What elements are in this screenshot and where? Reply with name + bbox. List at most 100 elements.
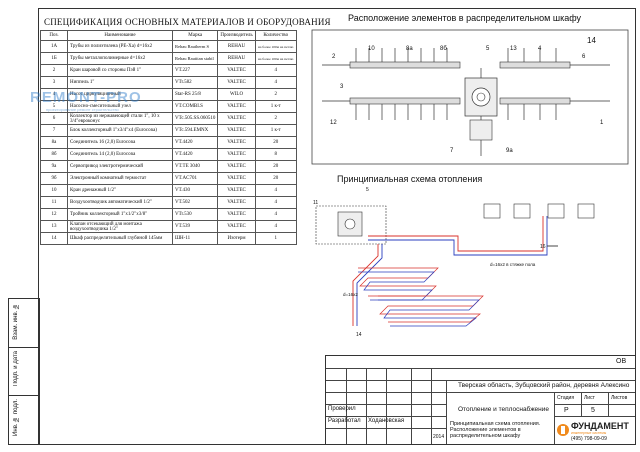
spec-cell-qty: на более 100м на петлю [254,52,297,65]
spec-cell-maker: VALTEC [217,160,256,173]
spec-cell-pos: 1А [40,40,68,53]
svg-text:6: 6 [582,54,586,60]
cabinet-outline [311,29,629,165]
spec-cell-maker: VALTEC [217,124,256,137]
spec-cell-pos: 11 [40,196,68,209]
thermostat-box [577,203,595,219]
scheme-pipes [352,216,558,326]
spec-cell-qty: 1 к-т [254,100,297,113]
svg-text:8а: 8а [406,46,413,52]
stage-value: Р [564,407,569,414]
spec-cell-name: Кран шаровой со стороны Пэй 1" [67,64,173,77]
spec-cell-pos: 3 [40,76,68,89]
spec-cell-mark: VTr.530 [171,208,219,221]
spec-cell-mark: VTc.594.EMNX [171,124,219,137]
watermark-subtitle: проектирование ремонт строительство [46,107,119,112]
spec-cell-name: Коллектор из нержавеющей стали 1", 10 х … [67,112,173,125]
stage-head: Стадия [557,395,575,401]
company-phone: (495) 798-09-09 [571,436,607,442]
strip-label-replace: Взам. инв. № [13,303,19,340]
spec-cell-mark: VT.502 [171,196,219,209]
pump-mixing-unit [464,77,498,141]
spec-cell-qty: 4 [254,220,297,233]
spec-col-name: Наименование [67,30,173,41]
title-block: ОВ Тверская область, Зубцовский район, д… [325,355,635,444]
spec-cell-qty: 8 [254,148,297,161]
spec-cell-maker: VALTEC [217,172,256,185]
spec-cell-name: Трубы металлополимерные d=16x2 [67,52,173,65]
company-name: ФУНДАМЕНТ [571,421,629,431]
sheets-head: Листов [611,395,628,401]
company-logo-icon [557,424,569,436]
thermostat-box [547,203,565,219]
spec-cell-maker: VALTEC [217,148,256,161]
company-logo: ФУНДАМЕНТ инженерные системы (495) 798-0… [556,418,635,444]
spec-cell-name: Шкаф распределительный глубиной 145мм [67,232,173,245]
spec-cell-qty: 4 [254,76,297,89]
heating-scheme: d=16x2 в стяжке пола d=16x2 5 11 16 14 [313,187,595,338]
spec-cell-qty: 4 [254,208,297,221]
pump-symbol [344,218,356,230]
svg-text:1: 1 [600,120,604,126]
spec-cell-maker: VALTEC [217,196,256,209]
spec-cell-mark: VT.4420 [171,136,219,149]
spec-cell-name: Тройник коллекторный 1"x1/2"x3/8" [67,208,173,221]
svg-text:8б: 8б [440,46,447,52]
spec-cell-mark: VT.430 [171,184,219,197]
spec-cell-mark: Star-RS 25/8 [171,88,219,101]
spec-cell-name: Воздухоотводчик автоматический 1/2" [67,196,173,209]
callout-14: 14 [356,332,362,338]
spec-header-row: Поз. Наименование Марка Производитель Ко… [40,30,297,41]
spec-cell-pos: 13 [40,220,68,233]
spec-cell-pos: 9б [40,172,68,185]
spec-cell-mark: VT.227 [171,64,219,77]
pipe-note: d=16x2 в стяжке пола [490,262,536,267]
spec-cell-mark: VT.AC701 [171,172,219,185]
sheet-value: 5 [591,407,595,414]
spec-cell-maker: VALTEC [217,76,256,89]
svg-text:7: 7 [450,148,454,154]
spec-cell-qty: 4 [254,64,297,77]
spec-col-qty: Количество [254,30,297,41]
spec-cell-qty: 1 к-т [254,124,297,137]
cabinet-drawing: 2 3 10 8а 8б 5 13 4 6 12 1 7 9а [311,29,629,165]
spec-cell-qty: 1 [254,232,297,245]
spec-cell-maker: VALTEC [217,112,256,125]
spec-title: СПЕЦИФИКАЦИЯ ОСНОВНЫХ МАТЕРИАЛОВ И ОБОРУ… [44,17,331,27]
strip-label-inv: Инв. № подл. [13,399,19,436]
drawing-frame [38,8,636,445]
spec-col-maker: Производитель [217,30,256,41]
spec-cell-pos: 10 [40,184,68,197]
svg-text:2: 2 [332,54,336,60]
spec-col-pos: Поз. [40,30,68,41]
callout-11: 11 [313,200,318,206]
spec-cell-mark: VT.COMBI.S [171,100,219,113]
spec-cell-maker: VALTEC [217,184,256,197]
cabinet-label: 14 [587,36,596,45]
spec-cell-name: Электронный комнатный термостат [67,172,173,185]
role-developed: Разработал [328,418,361,424]
spec-cell-pos: 8б [40,148,68,161]
mixing-unit-box [315,205,387,245]
svg-text:13: 13 [510,46,517,52]
spec-cell-pos: 12 [40,208,68,221]
spec-cell-qty: 4 [254,184,297,197]
spec-cell-mark: VT.4420 [171,148,219,161]
spec-cell-qty: 20 [254,160,297,173]
spec-cell-maker: REHAU [217,52,256,65]
spec-cell-name: Ниппель 1" [67,76,173,89]
company-subtitle: инженерные системы [571,431,607,435]
developer-name: Ходановская [368,418,405,424]
svg-text:4: 4 [538,46,542,52]
spec-cell-pos: 2 [40,64,68,77]
year: 2014 [433,434,445,440]
